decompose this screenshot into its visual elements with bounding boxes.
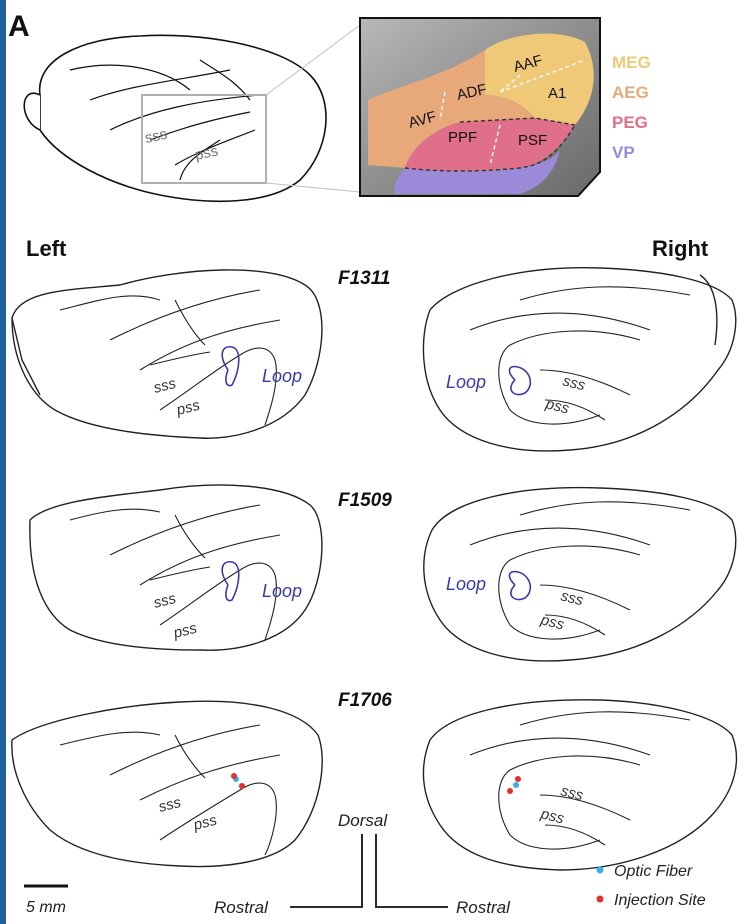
orientation-axis-right — [376, 834, 448, 907]
optic-fiber-f1706-right — [513, 782, 519, 788]
loop-label-f1311-right: Loop — [446, 372, 486, 392]
orientation-rostral-left: Rostral — [214, 898, 269, 917]
overview-brain — [24, 35, 326, 201]
optic-fiber-legend-label: Optic Fiber — [614, 863, 693, 880]
brain-f1311-left — [12, 270, 322, 438]
brain-f1706-left — [12, 701, 322, 866]
legend-vp: VP — [612, 143, 635, 162]
auditory-field-inset — [360, 18, 600, 196]
brain-f1311-right — [423, 268, 735, 451]
panel-letter: A — [8, 10, 30, 43]
injection-site-legend-dot — [597, 896, 604, 903]
injection-site-legend-label: Injection Site — [614, 892, 706, 909]
right-hemisphere-header: Right — [652, 236, 709, 261]
field-psf: PSF — [518, 132, 547, 149]
field-ppf: PPF — [448, 129, 477, 146]
case-label-f1311: F1311 — [338, 268, 390, 289]
scale-bar-label: 5 mm — [26, 899, 66, 916]
orientation-dorsal: Dorsal — [338, 811, 388, 830]
brain-f1706-right — [423, 700, 736, 870]
injection-site-f1706-left-b — [239, 783, 245, 789]
left-hemisphere-header: Left — [26, 236, 67, 261]
loop-label-f1311-left: Loop — [262, 366, 302, 386]
legend-peg: PEG — [612, 113, 648, 132]
field-a1: A1 — [548, 85, 566, 102]
injection-site-f1706-left-a — [231, 773, 237, 779]
injection-site-f1706-right-a — [515, 776, 521, 782]
case-label-f1509: F1509 — [338, 490, 392, 511]
case-label-f1706: F1706 — [338, 690, 392, 711]
orientation-axis-left — [290, 834, 362, 907]
loop-label-f1509-right: Loop — [446, 574, 486, 594]
optic-fiber-legend-dot — [597, 867, 604, 874]
loop-label-f1509-left: Loop — [262, 581, 302, 601]
legend-aeg: AEG — [612, 83, 649, 102]
legend-meg: MEG — [612, 53, 651, 72]
orientation-rostral-right: Rostral — [456, 898, 511, 917]
injection-site-f1706-right-b — [507, 788, 513, 794]
